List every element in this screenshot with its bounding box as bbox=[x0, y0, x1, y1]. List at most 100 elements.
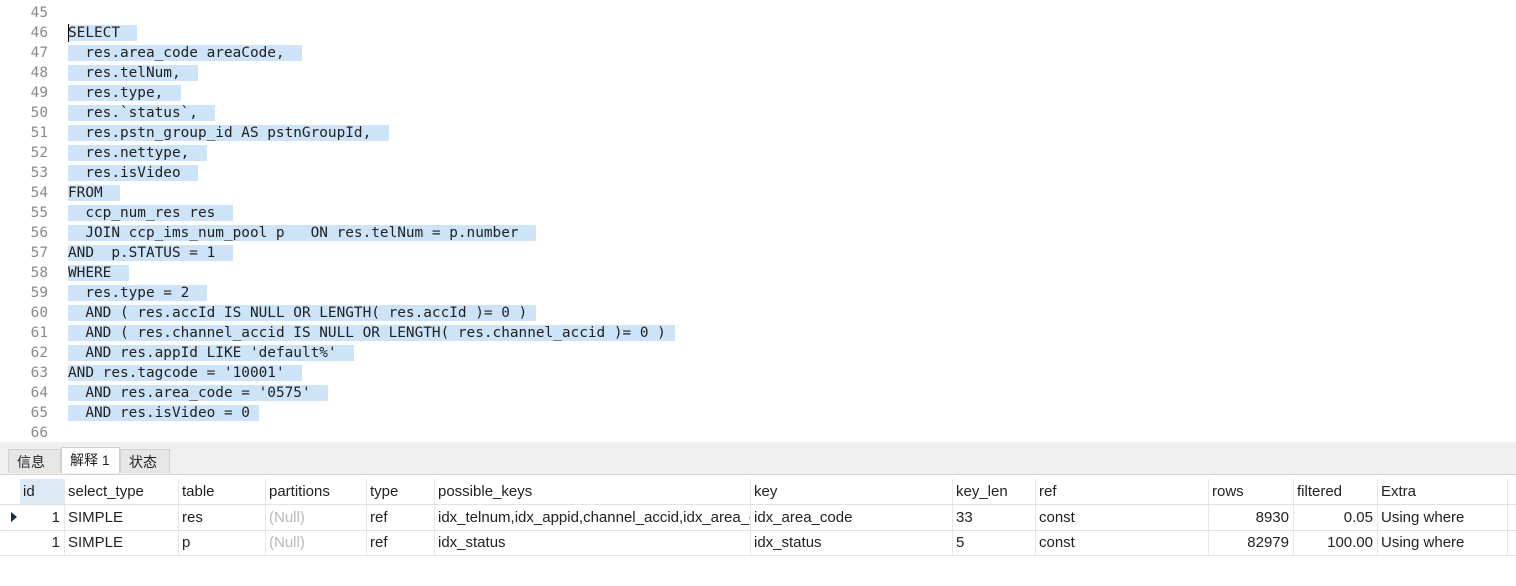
cell-ref[interactable]: const bbox=[1036, 530, 1209, 555]
token-str: 'default%' bbox=[249, 345, 337, 361]
code-line[interactable]: 64 AND res.area_code = '0575' bbox=[0, 383, 1516, 403]
cell-partitions[interactable]: (Null) bbox=[266, 530, 367, 555]
tab-info[interactable]: 信息 bbox=[8, 449, 61, 473]
result-tab-bar: 信息 解释 1 状态 bbox=[0, 446, 1516, 475]
code-text: AND res.isVideo = 0 bbox=[68, 403, 259, 423]
cell-rows[interactable]: 82979 bbox=[1209, 530, 1294, 555]
code-line[interactable]: 61 AND ( res.channel_accid IS NULL OR LE… bbox=[0, 323, 1516, 343]
code-line[interactable]: 56 JOIN ccp_ims_num_pool p ON res.telNum… bbox=[0, 223, 1516, 243]
token-text bbox=[189, 285, 207, 301]
token-text: ( res.accId bbox=[111, 305, 224, 321]
cell-filtered[interactable]: 0.05 bbox=[1294, 505, 1378, 530]
code-text: AND ( res.accId IS NULL OR LENGTH( res.a… bbox=[68, 303, 536, 323]
code-text: SELECT bbox=[68, 23, 138, 43]
column-header-key[interactable]: key bbox=[751, 479, 953, 504]
cell-key-len[interactable]: 5 bbox=[953, 530, 1036, 555]
token-text: res.telNum = p.number bbox=[327, 225, 536, 241]
line-number: 48 bbox=[30, 65, 48, 81]
sql-editor[interactable]: 45 46 SELECT 47 res.area_code areaCode, 48… bbox=[0, 0, 1516, 442]
token-kw: AND bbox=[85, 385, 112, 401]
code-text: AND res.appId LIKE 'default%' bbox=[68, 343, 354, 363]
token-text: LENGTH( res.accId )= bbox=[310, 305, 502, 321]
code-line[interactable]: 49 res.type, bbox=[0, 83, 1516, 103]
code-line[interactable]: 55 ccp_num_res res bbox=[0, 203, 1516, 223]
token-kw: LIKE bbox=[206, 345, 242, 361]
token-text: res.area_code = bbox=[111, 385, 259, 401]
cell-possible-keys[interactable]: idx_status bbox=[435, 530, 751, 555]
cell-id[interactable]: 1 bbox=[20, 530, 65, 555]
code-line[interactable]: 45 bbox=[0, 3, 1516, 23]
code-line[interactable]: 66 bbox=[0, 423, 1516, 442]
cell-type[interactable]: ref bbox=[367, 530, 435, 555]
token-text: res.type = bbox=[68, 285, 181, 301]
cell-extra[interactable]: Using where bbox=[1378, 505, 1508, 530]
token-kw: AND bbox=[68, 245, 94, 261]
cell-select-type[interactable]: SIMPLE bbox=[65, 505, 179, 530]
token-text: ccp_num_res res bbox=[68, 205, 233, 221]
code-line[interactable]: 50 res.`status`, bbox=[0, 103, 1516, 123]
column-header-filtered[interactable]: filtered bbox=[1294, 479, 1378, 504]
pane-splitter[interactable] bbox=[0, 442, 1516, 448]
cell-partitions[interactable]: (Null) bbox=[266, 505, 367, 530]
cell-table[interactable]: res bbox=[179, 505, 266, 530]
cell-type[interactable]: ref bbox=[367, 505, 435, 530]
code-text: ccp_num_res res bbox=[68, 203, 233, 223]
tab-status[interactable]: 状态 bbox=[120, 449, 170, 473]
line-number: 66 bbox=[30, 425, 48, 441]
code-text: res.isVideo bbox=[68, 163, 198, 183]
token-text: ) bbox=[648, 325, 675, 341]
line-number: 63 bbox=[30, 365, 48, 381]
code-line[interactable]: 62 AND res.appId LIKE 'default%' bbox=[0, 343, 1516, 363]
token-kw: AS bbox=[241, 125, 259, 141]
column-header-partitions[interactable]: partitions bbox=[266, 479, 367, 504]
cell-extra[interactable]: Using where bbox=[1378, 530, 1508, 555]
cell-key-len[interactable]: 33 bbox=[953, 505, 1036, 530]
column-header-rows[interactable]: rows bbox=[1209, 479, 1294, 504]
column-header-possible-keys[interactable]: possible_keys bbox=[435, 479, 751, 504]
token-num: 0 bbox=[639, 325, 649, 341]
token-str: '10001' bbox=[223, 365, 285, 381]
cell-possible-keys[interactable]: idx_telnum,idx_appid,channel_accid,idx_a… bbox=[435, 505, 751, 530]
code-line[interactable]: 59 res.type = 2 bbox=[0, 283, 1516, 303]
cell-ref[interactable]: const bbox=[1036, 505, 1209, 530]
cell-id[interactable]: 1 bbox=[20, 505, 65, 530]
line-number: 46 bbox=[30, 25, 48, 41]
column-header-select-type[interactable]: select_type bbox=[65, 479, 179, 504]
cell-table[interactable]: p bbox=[179, 530, 266, 555]
code-line[interactable]: 47 res.area_code areaCode, bbox=[0, 43, 1516, 63]
code-line[interactable]: 65 AND res.isVideo = 0 bbox=[0, 403, 1516, 423]
cell-rows[interactable]: 8930 bbox=[1209, 505, 1294, 530]
column-header-extra[interactable]: Extra bbox=[1378, 479, 1508, 504]
column-header-key-len[interactable]: key_len bbox=[953, 479, 1036, 504]
column-header-table[interactable]: table bbox=[179, 479, 266, 504]
code-line[interactable]: 52 res.nettype, bbox=[0, 143, 1516, 163]
cell-select-type[interactable]: SIMPLE bbox=[65, 530, 179, 555]
token-kw: AND bbox=[68, 365, 94, 381]
code-line[interactable]: 51 res.pstn_group_id AS pstnGroupId, bbox=[0, 123, 1516, 143]
code-line[interactable]: 60 AND ( res.accId IS NULL OR LENGTH( re… bbox=[0, 303, 1516, 323]
cell-filtered[interactable]: 100.00 bbox=[1294, 530, 1378, 555]
code-line[interactable]: 53 res.isVideo bbox=[0, 163, 1516, 183]
token-text bbox=[102, 185, 120, 201]
token-num: 1 bbox=[206, 245, 216, 261]
tab-explain-1[interactable]: 解释 1 bbox=[61, 447, 120, 473]
token-text: ccp_ims_num_pool p bbox=[119, 225, 311, 241]
column-header-type[interactable]: type bbox=[367, 479, 435, 504]
code-line[interactable]: 46 SELECT bbox=[0, 23, 1516, 43]
token-kw: ON bbox=[310, 225, 328, 241]
token-text bbox=[249, 405, 259, 421]
token-text: res.tagcode = bbox=[94, 365, 224, 381]
token-kw: STATUS bbox=[128, 245, 181, 261]
column-header-ref[interactable]: ref bbox=[1036, 479, 1209, 504]
line-number: 47 bbox=[30, 45, 48, 61]
cell-key[interactable]: idx_area_code bbox=[751, 505, 953, 530]
code-line[interactable]: 63 AND res.tagcode = '10001' bbox=[0, 363, 1516, 383]
code-line[interactable]: 48 res.telNum, bbox=[0, 63, 1516, 83]
column-header-id[interactable]: id bbox=[20, 479, 65, 504]
cell-key[interactable]: idx_status bbox=[751, 530, 953, 555]
